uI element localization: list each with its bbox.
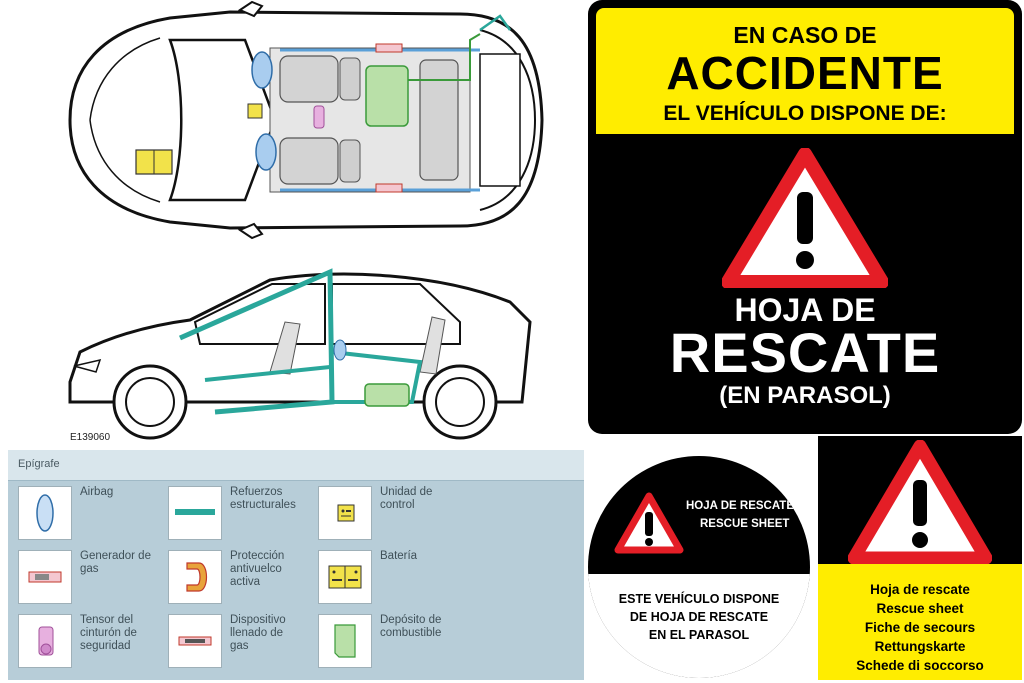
sign-line2: ACCIDENTE bbox=[666, 47, 944, 99]
airbag-icon bbox=[18, 486, 72, 540]
square-line-3: Fiche de secours bbox=[864, 620, 976, 635]
sign-line3: EL VEHÍCULO DISPONE DE: bbox=[663, 102, 947, 125]
diagram-code: E139060 bbox=[70, 432, 110, 443]
legend-header: Epígrafe bbox=[8, 450, 584, 481]
legend-label-battery: Batería bbox=[380, 550, 418, 562]
round-sticker-white-area: ESTE VEHÍCULO DISPONE DE HOJA DE RESCATE… bbox=[588, 574, 810, 678]
square-line-2: Rescue sheet bbox=[876, 601, 964, 616]
rollover-protection-icon bbox=[168, 550, 222, 604]
round-title1: HOJA DE RESCATE bbox=[686, 500, 794, 512]
sign-line6: (EN PARASOL) bbox=[719, 382, 891, 409]
structural-reinforcement-icon bbox=[168, 486, 222, 540]
fuel-tank-icon bbox=[318, 614, 372, 668]
round-line1: ESTE VEHÍCULO DISPONE bbox=[618, 592, 780, 606]
sign-line4: HOJA DE bbox=[734, 292, 876, 328]
sign-line1: EN CASO DE bbox=[733, 22, 877, 48]
round-rescue-sticker: HOJA DE RESCATE RESCUE SHEET ESTE VEHÍCU… bbox=[588, 456, 810, 678]
round-line2: DE HOJA DE RESCATE bbox=[629, 610, 769, 624]
car-top-view-diagram bbox=[68, 0, 544, 240]
sign-line5: RESCATE bbox=[669, 321, 941, 384]
square-sticker-yellow-panel: Hoja de rescate Rescue sheet Fiche de se… bbox=[818, 564, 1022, 680]
gas-generator-icon bbox=[18, 550, 72, 604]
square-line-4: Rettungskarte bbox=[874, 639, 966, 654]
warning-triangle-small-icon bbox=[614, 492, 684, 554]
square-line-1: Hoja de rescate bbox=[870, 582, 970, 597]
control-unit-icon bbox=[318, 486, 372, 540]
seatbelt-tensioner-icon bbox=[18, 614, 72, 668]
battery-icon bbox=[318, 550, 372, 604]
legend-title: Epígrafe bbox=[18, 458, 60, 470]
square-line-5: Schede di soccorso bbox=[856, 658, 984, 673]
square-rescue-sticker: Hoja de rescate Rescue sheet Fiche de se… bbox=[818, 436, 1022, 680]
rescue-sign: EN CASO DE ACCIDENTE EL VEHÍCULO DISPONE… bbox=[588, 0, 1022, 434]
warning-triangle-square-icon bbox=[848, 440, 992, 564]
sign-yellow-panel: EN CASO DE ACCIDENTE EL VEHÍCULO DISPONE… bbox=[596, 8, 1014, 134]
round-title2: RESCUE SHEET bbox=[700, 518, 790, 530]
round-line3: EN EL PARASOL bbox=[648, 628, 750, 642]
warning-triangle-icon bbox=[722, 148, 888, 288]
car-side-view-diagram: E139060 bbox=[68, 268, 532, 443]
gas-fill-device-icon bbox=[168, 614, 222, 668]
legend-label-airbag: Airbag bbox=[80, 486, 114, 498]
sign-black-panel: HOJA DE RESCATE (EN PARASOL) bbox=[596, 134, 1014, 426]
